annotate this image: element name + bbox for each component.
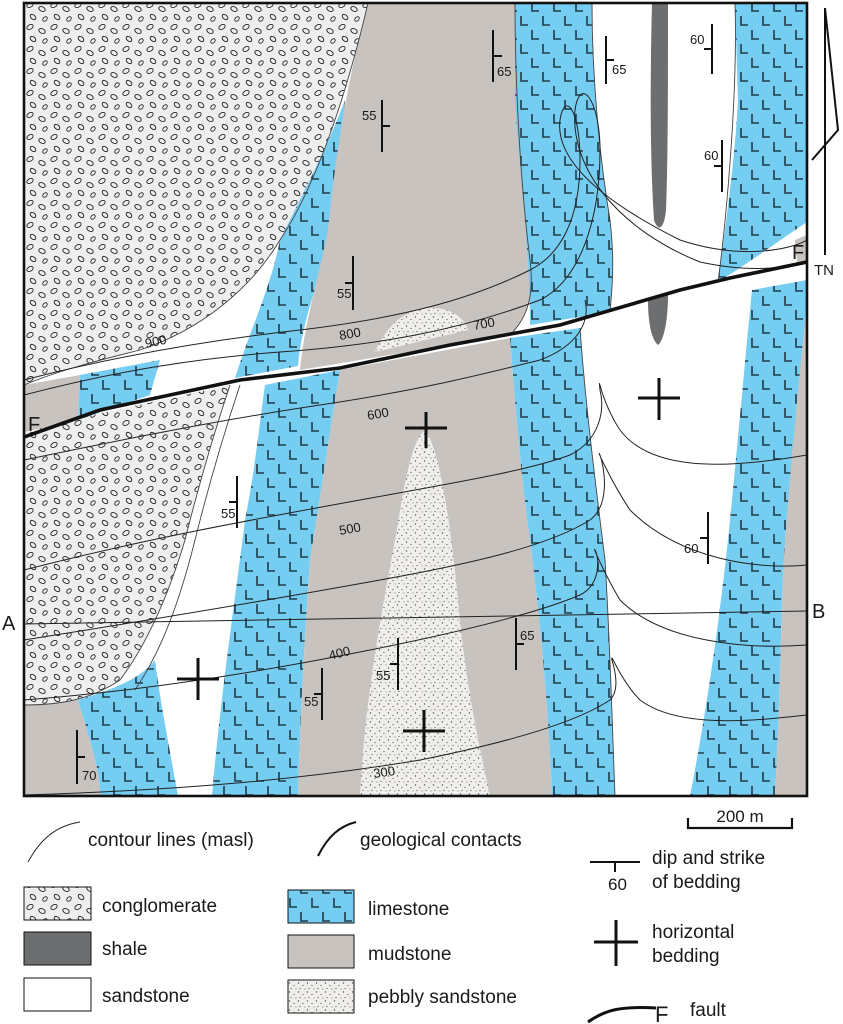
horizontal-bedding-cross <box>405 412 447 448</box>
dip-label: 55 <box>376 668 390 683</box>
section-label-b: B <box>812 601 825 623</box>
section-label-a: A <box>2 613 16 635</box>
legend-horizontal-cross <box>594 920 638 966</box>
mudstone-unit-w <box>24 375 80 432</box>
dip-symbol <box>314 668 323 720</box>
contour-label: 300 <box>372 763 396 781</box>
legend-dip-symbol <box>590 861 640 872</box>
map-border <box>22 1 809 798</box>
dip-symbols <box>76 24 723 784</box>
contour-label: 800 <box>338 324 362 343</box>
mudstone-unit-e <box>775 300 807 796</box>
legend-fault-label: fault <box>690 1000 727 1021</box>
legend-dip-line2: of bedding <box>652 872 741 893</box>
contour-label: 900 <box>144 332 168 351</box>
limestone-band-wc-north <box>235 100 345 378</box>
horizontal-bedding-cross <box>638 378 680 420</box>
mudstone-unit-sw <box>24 700 100 796</box>
legend-horizontal-line1: horizontal <box>652 922 734 943</box>
dip-symbol <box>76 730 85 784</box>
dip-label: 55 <box>337 286 351 301</box>
limestone-band-wc-south <box>212 370 340 796</box>
dip-symbol <box>714 140 723 192</box>
fault-label-left: F <box>28 414 40 436</box>
north-arrow: TN <box>811 7 840 279</box>
legend-dip-line1: dip and strike <box>652 848 765 869</box>
conglomerate-unit-north <box>24 3 368 385</box>
contour-lines <box>24 93 807 796</box>
legend-horizontal-line2: bedding <box>652 946 720 967</box>
legend-mudstone-label: mudstone <box>368 944 451 965</box>
limestone-band-ec-south <box>510 328 615 796</box>
contour-label: 600 <box>366 404 390 423</box>
dip-label: 60 <box>684 541 698 556</box>
dip-label: 60 <box>704 148 718 163</box>
horizontal-bedding-cross <box>403 710 445 752</box>
horizontal-bedding-cross <box>177 658 219 700</box>
dip-symbol <box>229 476 238 528</box>
dip-label: 65 <box>612 62 626 77</box>
legend-fault-letter: F <box>655 1002 668 1024</box>
dip-label: 65 <box>520 628 534 643</box>
dip-labels: 65 65 60 55 60 55 55 60 65 55 55 70 <box>82 32 718 783</box>
legend-sandstone-label: sandstone <box>102 986 190 1007</box>
legend-dip-example: 60 <box>608 875 627 894</box>
dip-symbol <box>605 36 614 84</box>
dip-label: 65 <box>497 64 511 79</box>
dip-symbol <box>515 618 524 670</box>
dip-symbol <box>381 100 390 152</box>
legend-pebbly-sandstone-swatch <box>287 979 355 1014</box>
legend: contour lines (masl) geological contacts… <box>23 821 765 1024</box>
section-line-ab <box>24 610 807 625</box>
dip-symbol <box>390 638 399 690</box>
map-area <box>24 3 807 796</box>
legend-contact-label: geological contacts <box>360 830 522 851</box>
mudstone-unit-ne <box>795 235 807 264</box>
legend-pebbly-sandstone-label: pebbly sandstone <box>368 987 517 1008</box>
fault-label-right: F <box>792 242 804 264</box>
fault-line <box>24 260 807 439</box>
pebbly-sandstone-outlier <box>375 308 468 352</box>
contour-labels: 900 800 700 600 500 400 300 <box>144 314 496 781</box>
horizontal-bedding-symbols <box>177 378 680 752</box>
scale-bar: 200 m <box>686 807 794 830</box>
scale-bar-label: 200 m <box>716 807 763 826</box>
geological-contacts <box>24 3 736 796</box>
dip-symbol <box>704 24 713 74</box>
legend-contour-swatch <box>27 821 81 863</box>
pebbly-sandstone-wedge <box>360 430 490 796</box>
legend-contact-swatch <box>317 821 357 857</box>
dip-label: 55 <box>304 694 318 709</box>
legend-contour-label: contour lines (masl) <box>88 830 254 851</box>
legend-shale-label: shale <box>102 939 147 960</box>
dip-symbol <box>492 30 502 82</box>
shale-lens-north <box>650 3 668 228</box>
dip-label: 55 <box>362 108 376 123</box>
dip-symbol <box>700 512 709 564</box>
contour-label: 700 <box>472 314 496 333</box>
limestone-band-e-north <box>718 3 807 282</box>
limestone-band-w-north <box>78 360 160 420</box>
dip-label: 60 <box>690 32 704 47</box>
limestone-band-ec-north <box>515 3 613 325</box>
legend-limestone-label: limestone <box>368 899 449 920</box>
legend-limestone-swatch <box>287 889 355 924</box>
legend-conglomerate-swatch <box>23 886 92 921</box>
limestone-band-e-south <box>690 280 807 796</box>
mudstone-band-central-north <box>300 3 532 370</box>
limestone-band-w-south <box>78 660 178 796</box>
legend-sandstone-swatch <box>23 977 92 1012</box>
dip-symbol <box>345 256 354 310</box>
legend-mudstone-swatch <box>287 934 355 969</box>
dip-label: 55 <box>221 506 235 521</box>
contour-label: 400 <box>327 643 352 663</box>
legend-shale-swatch <box>23 931 92 966</box>
contour-label: 500 <box>338 519 362 538</box>
legend-fault-swatch <box>587 1006 657 1024</box>
north-label: TN <box>814 262 834 279</box>
legend-conglomerate-label: conglomerate <box>102 896 217 917</box>
dip-label: 70 <box>82 768 96 783</box>
shale-lens-south <box>648 295 668 345</box>
